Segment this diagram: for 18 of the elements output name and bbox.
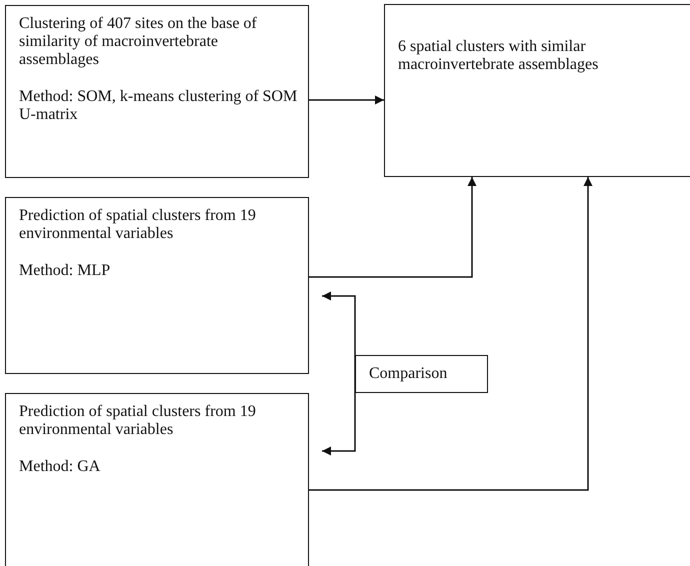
arrow (309, 177, 476, 278)
result-box (384, 4, 690, 177)
arrow (309, 96, 384, 104)
node-text: 6 spatial clusters with similar macroinvertebrate assemblages (398, 38, 600, 74)
arrow (322, 374, 356, 456)
arrow (309, 177, 592, 491)
process-box (5, 5, 309, 178)
method-text: Method: SOM, k-means clustering of SOM U-matrix (19, 88, 298, 124)
method-text: Method: MLP (19, 262, 112, 280)
comparison-box (355, 355, 488, 393)
node-text: Prediction of spatial clusters from 19 environmental variables (19, 403, 257, 439)
node-text: Prediction of spatial clusters from 19 environmental variables (19, 207, 257, 243)
node-text: Clustering of 407 sites on the base of similarity of macroinvertebrate assemblages (19, 15, 258, 69)
process-box (5, 197, 309, 374)
process-box (5, 393, 309, 566)
method-text: Method: GA (19, 458, 102, 476)
arrow (322, 292, 356, 374)
node-text: Comparison (369, 365, 448, 383)
